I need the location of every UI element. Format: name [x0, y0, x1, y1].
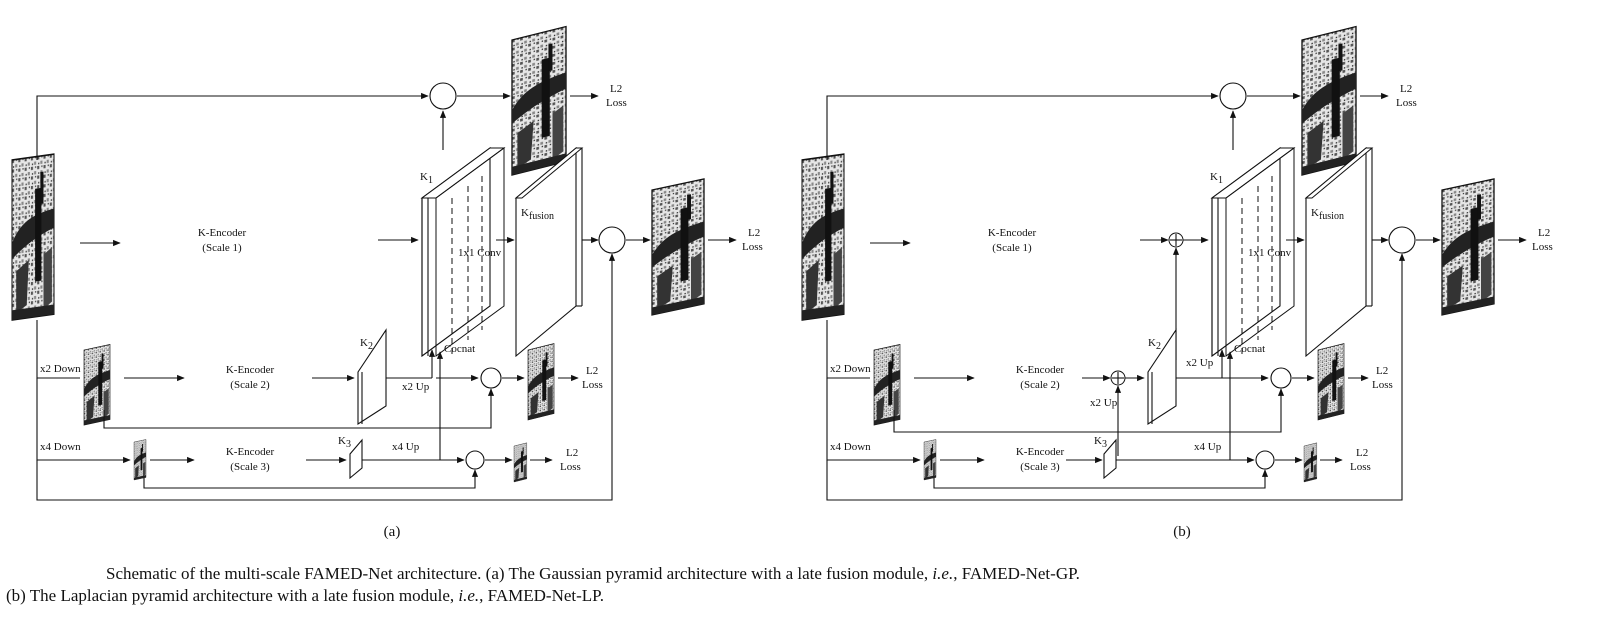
encoder-scale1-title-b: K-Encoder: [988, 227, 1037, 239]
up2-label-a: x2 Up: [402, 381, 430, 393]
famed-net-diagram: L2 Loss K-Encoder (Scale 1) K1 1x1 Conv: [0, 0, 1600, 560]
loss-scale2-label-a: Loss: [582, 379, 603, 391]
encoder-scale2-title-b: K-Encoder: [1016, 364, 1065, 376]
k2-label-b: K2: [1148, 337, 1161, 352]
encoder-scale2-subtitle-b: (Scale 2): [1020, 379, 1060, 391]
panel-b: L2 Loss K-Encoder (Scale 1) K1 1x1 Conv: [802, 27, 1553, 540]
add-node-fusion-b: [1389, 227, 1415, 253]
loss-top-l2-b: L2: [1400, 83, 1412, 95]
panel-a: L2 Loss K-Encoder (Scale 1) K1 1x1 Conv: [12, 27, 763, 540]
encoder-scale3-subtitle-a: (Scale 3): [230, 461, 270, 473]
loss-scale3-label-a: Loss: [560, 461, 581, 473]
input-image-a: [12, 154, 54, 320]
scale3-image-b: [924, 439, 936, 480]
k3-label-b: K3: [1094, 435, 1107, 450]
k2-label-a: K2: [360, 337, 373, 352]
up2-label-scale3-b: x2 Up: [1090, 397, 1118, 409]
loss-fusion-label-b: Loss: [1532, 241, 1553, 253]
encoder-scale1-subtitle-a: (Scale 1): [202, 242, 242, 254]
loss-top-l2-a: L2: [610, 83, 622, 95]
encoder-scale1-subtitle-b: (Scale 1): [992, 242, 1032, 254]
add-node-top-b: [1220, 83, 1246, 109]
scale2-image-a: [84, 344, 110, 425]
down4-label-a: x4 Down: [40, 441, 81, 453]
loss-scale2-l2-a: L2: [586, 365, 598, 377]
figure-caption: Schematic of the multi-scale FAMED-Net a…: [0, 563, 1600, 607]
loss-scale2-l2-b: L2: [1376, 365, 1388, 377]
encoder-scale3-subtitle-b: (Scale 3): [1020, 461, 1060, 473]
k1-label-b: K1: [1210, 171, 1223, 186]
caption-line-1: Schematic of the multi-scale FAMED-Net a…: [0, 563, 1600, 585]
panel-b-label: (b): [1173, 524, 1191, 540]
output-image-fusion-b: [1442, 179, 1494, 315]
caption-line-1-ie: i.e.: [932, 564, 953, 583]
loss-fusion-l2-b: L2: [1538, 227, 1550, 239]
up4-label-a: x4 Up: [392, 441, 420, 453]
concat-label-a: Cocnat: [444, 343, 475, 355]
conv-label-a: 1x1 Conv: [458, 247, 502, 259]
encoder-scale2-subtitle-a: (Scale 2): [230, 379, 270, 391]
loss-fusion-l2-a: L2: [748, 227, 760, 239]
down2-label-a: x2 Down: [40, 363, 81, 375]
concat-label-b: Cocnat: [1234, 343, 1265, 355]
caption-line-1-text: Schematic of the multi-scale FAMED-Net a…: [106, 564, 932, 583]
loss-scale3-l2-b: L2: [1356, 447, 1368, 459]
k3-label-a: K3: [338, 435, 351, 450]
add-node-top-a: [430, 83, 456, 109]
add-node-scale2-a: [481, 368, 501, 388]
caption-line-2-text: (b) The Laplacian pyramid architecture w…: [6, 586, 458, 605]
k3-block-a: [350, 440, 362, 478]
output-image-fusion-a: [652, 179, 704, 315]
output-image-scale2-b: [1318, 344, 1344, 420]
loss-top-label-b: Loss: [1396, 97, 1417, 109]
kfusion-block-a: [516, 148, 582, 356]
k1-label-a: K1: [420, 171, 433, 186]
scale3-image-a: [134, 439, 146, 480]
caption-line-2-ie: i.e.: [458, 586, 479, 605]
loss-scale2-label-b: Loss: [1372, 379, 1393, 391]
loss-scale3-label-b: Loss: [1350, 461, 1371, 473]
input-image-b: [802, 154, 844, 320]
panel-a-label: (a): [384, 524, 401, 540]
scale2-image-b: [874, 344, 900, 425]
encoder-scale3-title-b: K-Encoder: [1016, 446, 1065, 458]
output-image-scale3-a: [514, 443, 527, 482]
output-image-scale3-b: [1304, 443, 1317, 482]
kfusion-block-b: [1306, 148, 1372, 356]
add-node-scale2-b: [1111, 371, 1125, 385]
down4-label-b: x4 Down: [830, 441, 871, 453]
down2-label-b: x2 Down: [830, 363, 871, 375]
loss-fusion-label-a: Loss: [742, 241, 763, 253]
loss-scale3-l2-a: L2: [566, 447, 578, 459]
conv-label-b: 1x1 Conv: [1248, 247, 1292, 259]
caption-line-2-end: , FAMED-Net-LP.: [479, 586, 604, 605]
caption-line-2: (b) The Laplacian pyramid architecture w…: [0, 585, 1600, 607]
add-node-fusion-a: [599, 227, 625, 253]
caption-line-1-end: , FAMED-Net-GP.: [953, 564, 1080, 583]
add-node-scale2-out-b: [1271, 368, 1291, 388]
add-node-scale3-a: [466, 451, 484, 469]
add-node-scale3-b: [1256, 451, 1274, 469]
encoder-scale2-title-a: K-Encoder: [226, 364, 275, 376]
output-image-top-b: [1302, 27, 1356, 175]
add-node-scale1-b: [1169, 233, 1183, 247]
up4-label-b: x4 Up: [1194, 441, 1222, 453]
output-image-top-a: [512, 27, 566, 175]
output-image-scale2-a: [528, 344, 554, 420]
encoder-scale3-title-a: K-Encoder: [226, 446, 275, 458]
encoder-scale1-title-a: K-Encoder: [198, 227, 247, 239]
up2-label-scale2-b: x2 Up: [1186, 357, 1214, 369]
loss-top-label-a: Loss: [606, 97, 627, 109]
